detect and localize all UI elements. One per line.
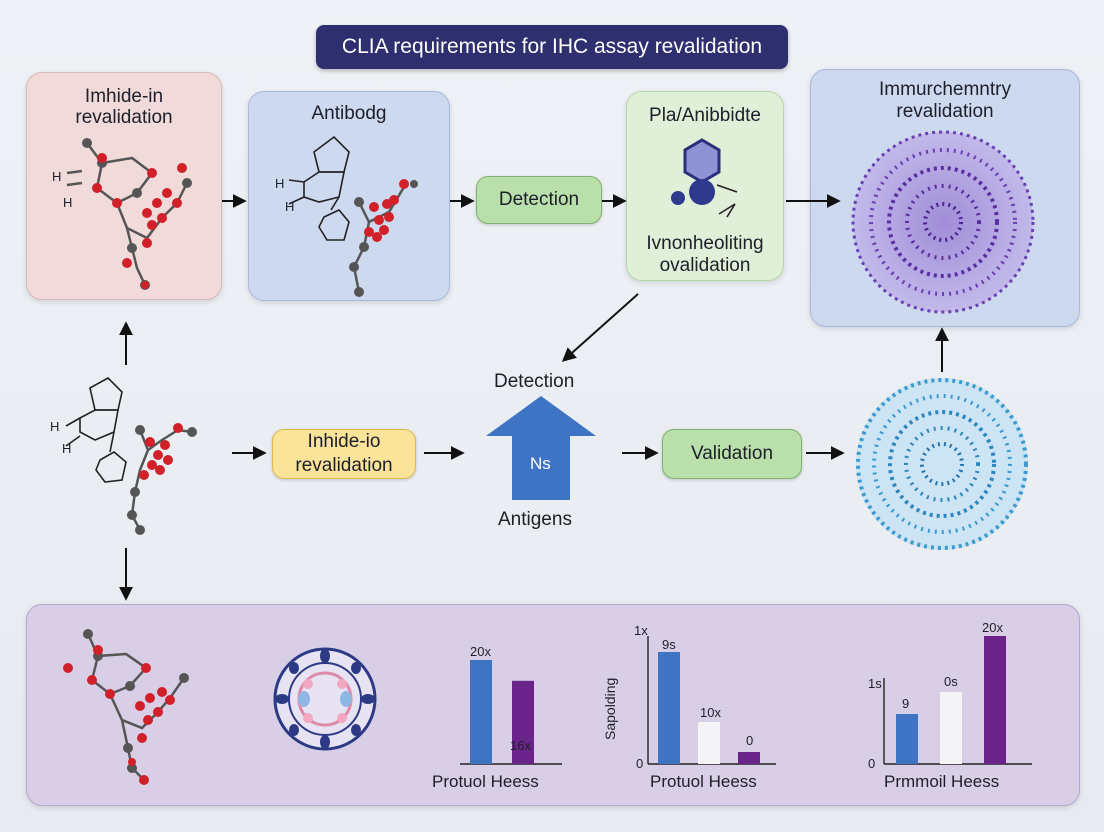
bar-value-label: 0s (944, 674, 958, 689)
hydrogen-label: H (275, 176, 285, 191)
bar (984, 636, 1006, 764)
diagram-title: CLIA requirements for IHC assay revalida… (316, 25, 788, 69)
pill-line1: Inhide-io (307, 431, 381, 452)
bar (698, 722, 720, 764)
bar-chart-2 (647, 636, 776, 765)
inhide-revalidation-step: Inhide-io revalidation (272, 429, 416, 479)
bottom-results-panel (26, 604, 1080, 806)
arrow-text: Ns (530, 454, 551, 473)
hydrogen-label: H (62, 441, 72, 456)
bar (512, 680, 534, 764)
bar (940, 692, 962, 764)
panel-subtitle-line2: ovalidation (659, 255, 751, 276)
bar (658, 652, 680, 764)
bar-value-label: 20x (470, 644, 491, 659)
antibody-icon (671, 138, 738, 218)
panel-title-line1: Imhide-in (84, 86, 164, 107)
panel-subtitle-line1: Ivnonheoliting (646, 233, 764, 254)
detection-step: Detection (476, 176, 602, 224)
x-axis-label: Prmmoil Heess (884, 772, 1000, 791)
panel-antibody-validation: Pla/Anibbidte Ivnonheoliting ovalidation (626, 91, 784, 281)
pill-line2: revalidation (295, 455, 393, 476)
y-tick-label: 1s (868, 676, 882, 691)
bar-chart-3 (883, 636, 1032, 765)
bar (896, 714, 918, 764)
panel-title-line1: Immurchemntry (879, 79, 1011, 100)
bar-value-label: 20x (982, 620, 1003, 635)
bar-value-label: 9s (662, 637, 676, 652)
panel-antibody: Antibodg H H (248, 91, 450, 301)
y-axis-label: Sapolding (602, 677, 618, 740)
molecule-icon (66, 138, 192, 290)
molecule-icon (288, 135, 418, 297)
antigens-label: Antigens (498, 509, 572, 530)
up-arrow-icon (486, 396, 596, 500)
hydrogen-label: H (50, 419, 60, 434)
bar-value-label: 10x (700, 705, 721, 720)
bar (470, 660, 492, 764)
x-axis-label: Protuol Heess (650, 772, 757, 791)
molecule-icon (65, 377, 197, 535)
bar-value-label: 9 (902, 696, 910, 711)
bar-value-label: 16x (510, 738, 531, 753)
panel-imhide-in-revalidation: Imhide-in revalidation H H (26, 72, 222, 300)
y-tick-label: 0 (868, 756, 876, 771)
bar (738, 752, 760, 764)
detection-label: Detection (494, 371, 575, 392)
tissue-sphere-icon (856, 378, 1028, 550)
x-axis-label: Protuol Heess (432, 772, 539, 791)
bar-chart-1 (460, 660, 562, 765)
hydrogen-label: H (63, 195, 73, 210)
panel-title: Antibodg (311, 103, 387, 124)
panel-immunochemistry-revalidation: Immurchemntry revalidation (810, 69, 1080, 327)
panel-title-line2: revalidation (896, 101, 994, 122)
molecule-icon (63, 629, 189, 785)
y-tick-label: 0 (636, 756, 644, 771)
validation-step: Validation (662, 429, 802, 479)
nanoparticle-icon (273, 647, 377, 751)
panel-title-line2: revalidation (75, 107, 173, 128)
panel-title: Pla/Anibbidte (649, 105, 761, 126)
hydrogen-label: H (52, 169, 62, 184)
y-tick-label: 1x (634, 623, 648, 638)
tissue-stain-icon (851, 130, 1035, 314)
hydrogen-label: H (285, 199, 295, 214)
bar-value-label: 0 (746, 733, 754, 748)
